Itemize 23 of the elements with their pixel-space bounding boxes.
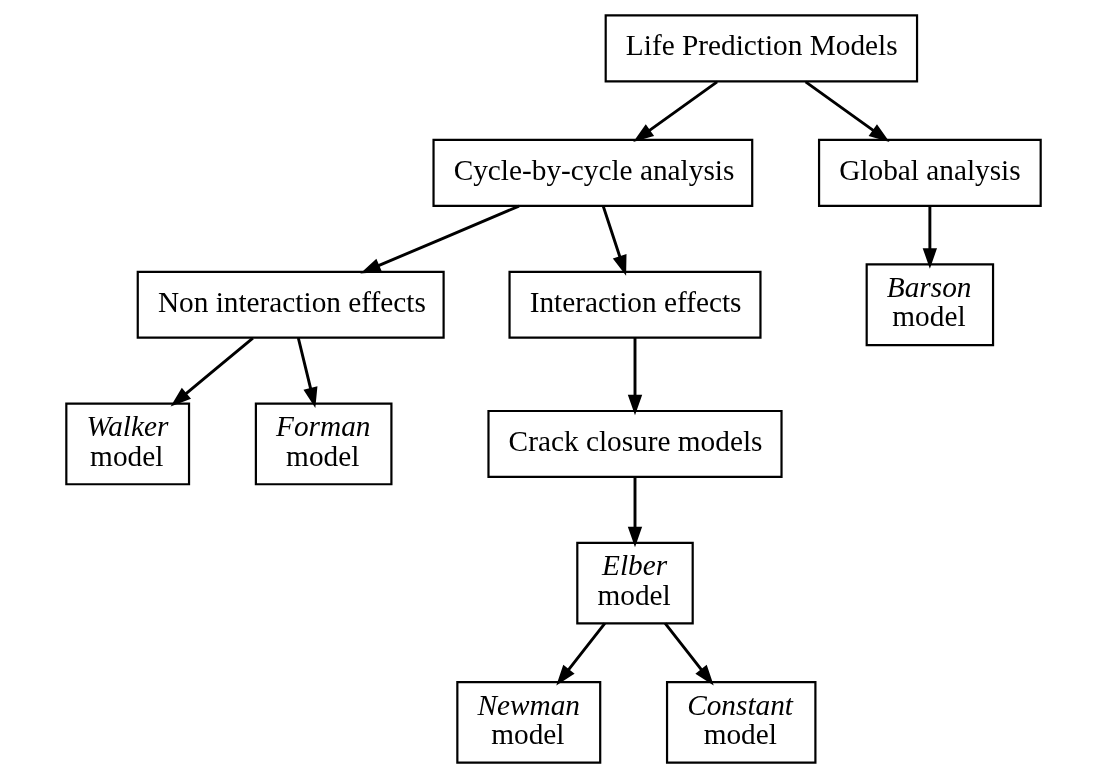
node-box: Forman model bbox=[254, 402, 393, 486]
arrow bbox=[556, 622, 606, 686]
arrow bbox=[627, 338, 643, 416]
node-box: Non interaction effects bbox=[136, 270, 445, 339]
arrow bbox=[633, 80, 718, 143]
node-box: Constant model bbox=[665, 680, 817, 764]
node-box: Cycle-by-cycle analysis bbox=[432, 138, 754, 207]
arrow bbox=[664, 622, 714, 686]
node-box: Barson model bbox=[865, 263, 995, 347]
node-box: Walker model bbox=[65, 402, 191, 486]
arrow bbox=[360, 204, 520, 274]
arrow bbox=[170, 336, 254, 407]
node-box: Interaction effects bbox=[508, 270, 762, 339]
node-box: Elber model bbox=[576, 541, 694, 625]
arrow bbox=[627, 477, 643, 548]
node-box: Global analysis bbox=[817, 138, 1042, 207]
node-box: Newman model bbox=[456, 680, 602, 764]
node-box: Life Prediction Models bbox=[604, 14, 919, 83]
arrow bbox=[922, 206, 938, 269]
arrow bbox=[296, 337, 318, 408]
node-box: Crack closure models bbox=[487, 409, 783, 478]
arrow bbox=[601, 205, 627, 276]
arrow bbox=[804, 80, 890, 143]
